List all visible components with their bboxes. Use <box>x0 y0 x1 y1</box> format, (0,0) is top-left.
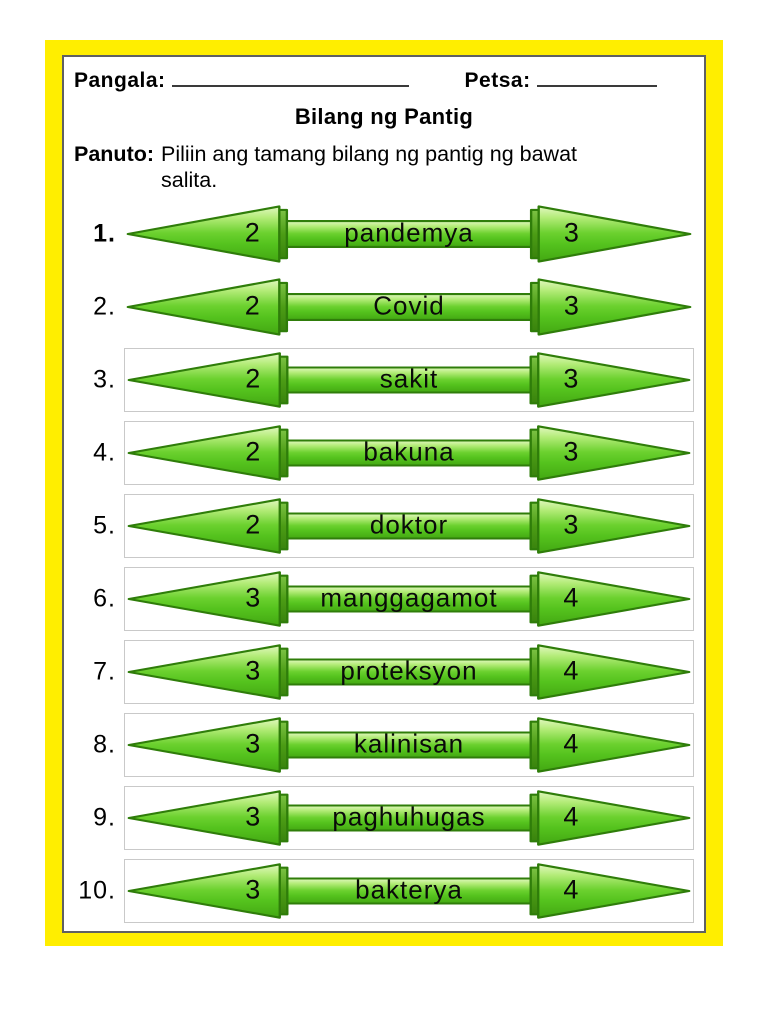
worksheet-row: 5. 2 doktor 3 <box>74 489 694 562</box>
target-word: doktor <box>369 509 449 540</box>
syllable-choice-arrow[interactable]: 2 pandemya 3 <box>124 202 694 266</box>
target-word: kalinisan <box>353 728 465 759</box>
target-word: paghuhugas <box>332 801 486 832</box>
double-arrow-icon <box>126 205 692 263</box>
double-arrow-icon <box>127 717 691 773</box>
syllable-option-right[interactable]: 3 <box>563 217 579 248</box>
item-number: 1. <box>93 219 116 248</box>
target-word: bakuna <box>363 436 455 467</box>
page-title: Bilang ng Pantig <box>294 104 474 129</box>
yellow-border-frame: Pangala: Petsa: Bilang ng Pantig Panuto:… <box>45 40 723 946</box>
syllable-choice-arrow[interactable]: 3 bakterya 4 <box>124 858 694 923</box>
worksheet-row: 6. 3 manggagamot 4 <box>74 562 694 635</box>
syllable-option-right[interactable]: 3 <box>563 509 579 540</box>
syllable-choice-arrow[interactable]: 2 sakit 3 <box>124 347 694 412</box>
syllable-choice-arrow[interactable]: 2 bakuna 3 <box>124 420 694 485</box>
item-number: 4. <box>93 438 116 467</box>
double-arrow-icon <box>127 498 691 554</box>
syllable-choice-arrow[interactable]: 3 manggagamot 4 <box>124 566 694 631</box>
target-word: pandemya <box>344 217 474 248</box>
syllable-option-right[interactable]: 4 <box>563 874 579 905</box>
instructions: Panuto: Piliin ang tamang bilang ng pant… <box>74 141 694 193</box>
worksheet-row: 7. 3 proteksyon 4 <box>74 635 694 708</box>
item-number: 6. <box>93 584 116 613</box>
syllable-option-left[interactable]: 2 <box>244 290 260 321</box>
items-list: 1. 2 pandemya 3 2. <box>74 197 694 927</box>
target-word: Covid <box>373 290 445 321</box>
target-word: bakterya <box>355 874 463 905</box>
instructions-line2: salita. <box>161 168 218 193</box>
double-arrow-icon <box>127 352 691 408</box>
syllable-option-left[interactable]: 2 <box>245 363 261 394</box>
syllable-option-right[interactable]: 4 <box>563 728 579 759</box>
date-label: Petsa: <box>464 69 531 92</box>
worksheet-row: 9. 3 paghuhugas 4 <box>74 781 694 854</box>
syllable-option-right[interactable]: 3 <box>563 436 579 467</box>
worksheet-row: 4. 2 bakuna 3 <box>74 416 694 489</box>
syllable-option-left[interactable]: 3 <box>245 801 261 832</box>
worksheet-row: 10. 3 bakterya 4 <box>74 854 694 927</box>
syllable-option-left[interactable]: 3 <box>245 655 261 686</box>
item-number: 3. <box>93 365 116 394</box>
item-number: 7. <box>93 657 116 686</box>
syllable-option-left[interactable]: 2 <box>245 436 261 467</box>
double-arrow-icon <box>127 425 691 481</box>
syllable-option-right[interactable]: 4 <box>563 801 579 832</box>
worksheet-row: 8. 3 kalinisan 4 <box>74 708 694 781</box>
target-word: manggagamot <box>320 582 498 613</box>
target-word: proteksyon <box>340 655 478 686</box>
date-blank-line <box>536 67 657 87</box>
syllable-choice-arrow[interactable]: 2 Covid 3 <box>124 275 694 339</box>
name-blank-line <box>171 67 409 87</box>
syllable-choice-arrow[interactable]: 2 doktor 3 <box>124 493 694 558</box>
syllable-option-left[interactable]: 3 <box>245 728 261 759</box>
syllable-choice-arrow[interactable]: 3 paghuhugas 4 <box>124 785 694 850</box>
syllable-option-right[interactable]: 3 <box>563 363 579 394</box>
target-word: sakit <box>379 363 439 394</box>
instructions-text: Piliin ang tamang bilang ng pantig ng ba… <box>161 141 577 193</box>
worksheet-sheet: Pangala: Petsa: Bilang ng Pantig Panuto:… <box>62 55 706 933</box>
double-arrow-icon <box>127 644 691 700</box>
item-number: 8. <box>93 730 116 759</box>
double-arrow-icon <box>127 571 691 627</box>
worksheet-row: 1. 2 pandemya 3 <box>74 197 694 270</box>
instructions-label: Panuto: <box>74 142 155 166</box>
syllable-choice-arrow[interactable]: 3 proteksyon 4 <box>124 639 694 704</box>
item-number: 5. <box>93 511 116 540</box>
double-arrow-icon <box>126 278 692 336</box>
syllable-option-left[interactable]: 2 <box>244 217 260 248</box>
item-number: 2. <box>93 292 116 321</box>
name-label: Pangala: <box>74 69 166 92</box>
item-number: 10. <box>78 876 116 905</box>
item-number: 9. <box>93 803 116 832</box>
syllable-option-right[interactable]: 4 <box>563 582 579 613</box>
double-arrow-icon <box>127 790 691 846</box>
instructions-line1: Piliin ang tamang bilang ng pantig ng ba… <box>161 142 577 166</box>
syllable-option-right[interactable]: 4 <box>563 655 579 686</box>
header: Pangala: Petsa: <box>74 67 694 93</box>
syllable-option-left[interactable]: 2 <box>245 509 261 540</box>
worksheet-row: 2. 2 Covid 3 <box>74 270 694 343</box>
syllable-option-left[interactable]: 3 <box>245 874 261 905</box>
double-arrow-icon <box>127 863 691 919</box>
syllable-option-left[interactable]: 3 <box>245 582 261 613</box>
worksheet-row: 3. 2 sakit 3 <box>74 343 694 416</box>
syllable-choice-arrow[interactable]: 3 kalinisan 4 <box>124 712 694 777</box>
syllable-option-right[interactable]: 3 <box>563 290 579 321</box>
